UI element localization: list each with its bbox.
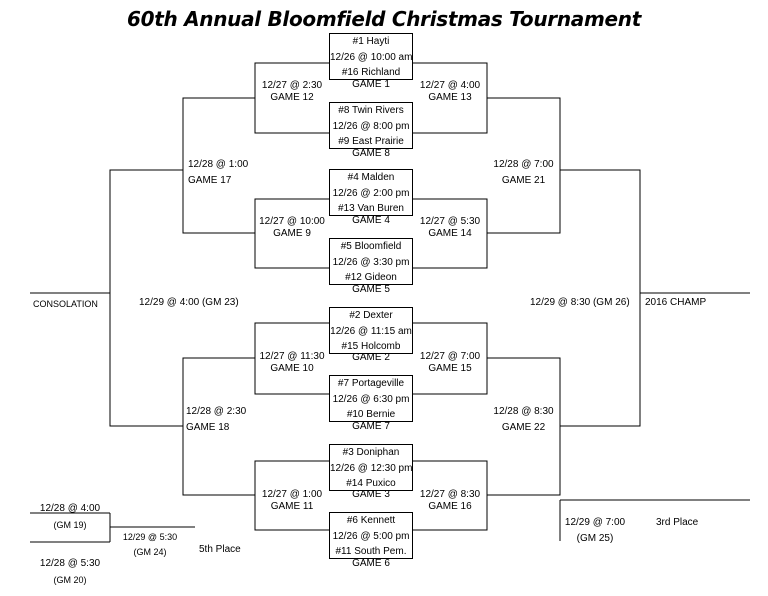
game-time: 12/26 @ 11:15 am <box>330 325 412 337</box>
team-bottom: #9 East Prairie <box>338 136 404 147</box>
game-box-8[interactable]: #8 Twin Rivers 12/26 @ 8:00 pm #9 East P… <box>329 102 413 149</box>
consolation-final-label: 12/29 @ 4:00 (GM 23) <box>139 297 239 308</box>
third-place-label: 3rd Place <box>656 517 699 528</box>
game-label: GAME 8 <box>352 148 390 159</box>
game-time: 12/26 @ 6:30 pm <box>332 393 410 405</box>
team-top: #1 Hayti <box>352 36 390 47</box>
team-bottom: #12 Gideon <box>345 272 397 283</box>
game-box-3[interactable]: #3 Doniphan 12/26 @ 12:30 pm #14 Puxico <box>329 444 413 491</box>
team-bottom: #13 Van Buren <box>338 203 404 214</box>
game-label: GAME 6 <box>352 558 390 569</box>
team-bottom: #10 Bernie <box>346 409 396 420</box>
game-box-5[interactable]: #5 Bloomfield 12/26 @ 3:30 pm #12 Gideon <box>329 238 413 285</box>
game-box-7[interactable]: #7 Portageville 12/26 @ 6:30 pm #10 Bern… <box>329 375 413 422</box>
game-time: 12/26 @ 8:00 pm <box>332 120 410 132</box>
game-box-6[interactable]: #6 Kennett 12/26 @ 5:00 pm #11 South Pem… <box>329 512 413 559</box>
game-time: 12/26 @ 10:00 am <box>330 51 413 63</box>
connector-game-25 <box>559 499 750 541</box>
connector-game-17 <box>182 97 255 234</box>
team-top: #4 Malden <box>347 172 395 183</box>
connector-game-26 <box>560 169 641 427</box>
page-title: 60th Annual Bloomfield Christmas Tournam… <box>126 7 642 31</box>
team-top: #2 Dexter <box>349 310 393 321</box>
game-box-2[interactable]: #2 Dexter 12/26 @ 11:15 am #15 Holcomb <box>329 307 413 354</box>
team-top: #6 Kennett <box>346 515 396 526</box>
game-label: GAME 2 <box>352 352 390 363</box>
game-time: 12/26 @ 3:30 pm <box>332 256 410 268</box>
game-25-label: 12/29 @ 7:00(GM 25) <box>564 517 626 544</box>
game-label: GAME 4 <box>352 215 390 226</box>
team-bottom: #14 Puxico <box>346 478 396 489</box>
team-top: #3 Doniphan <box>342 447 400 458</box>
game-time: 12/26 @ 5:00 pm <box>332 530 410 542</box>
game-label: GAME 7 <box>352 421 390 432</box>
connector-game-21 <box>487 97 561 234</box>
team-bottom: #11 South Pem. <box>335 546 407 557</box>
game-label: GAME 3 <box>352 489 390 500</box>
game-time: 12/26 @ 12:30 pm <box>330 462 413 474</box>
game-box-1[interactable]: #1 Hayti 12/26 @ 10:00 am #16 Richland <box>329 33 413 80</box>
team-bottom: #16 Richland <box>341 67 401 78</box>
connector-game-24 <box>109 513 195 542</box>
championship-final-label: 12/29 @ 8:30 (GM 26) <box>530 297 630 308</box>
game-time: 12/26 @ 2:00 pm <box>332 187 410 199</box>
fifth-place-label: 5th Place <box>199 544 241 555</box>
game-box-4[interactable]: #4 Malden 12/26 @ 2:00 pm #13 Van Buren <box>329 169 413 216</box>
connector-game-23 <box>109 169 183 427</box>
game-20-label: 12/28 @ 5:30(GM 20) <box>39 558 101 585</box>
game-label: GAME 5 <box>352 284 390 295</box>
team-top: #5 Bloomfield <box>340 241 402 252</box>
team-top: #8 Twin Rivers <box>338 105 404 116</box>
game-19-label: 12/28 @ 4:00(GM 19) <box>39 503 101 530</box>
team-bottom: #15 Holcomb <box>341 341 401 352</box>
consolation-label: CONSOLATION <box>33 299 98 309</box>
team-top: #7 Portageville <box>337 378 405 389</box>
game-label: GAME 1 <box>352 79 390 90</box>
champion-label: 2016 CHAMP <box>645 297 707 308</box>
game-24-label: 12/29 @ 5:30(GM 24) <box>122 532 178 557</box>
